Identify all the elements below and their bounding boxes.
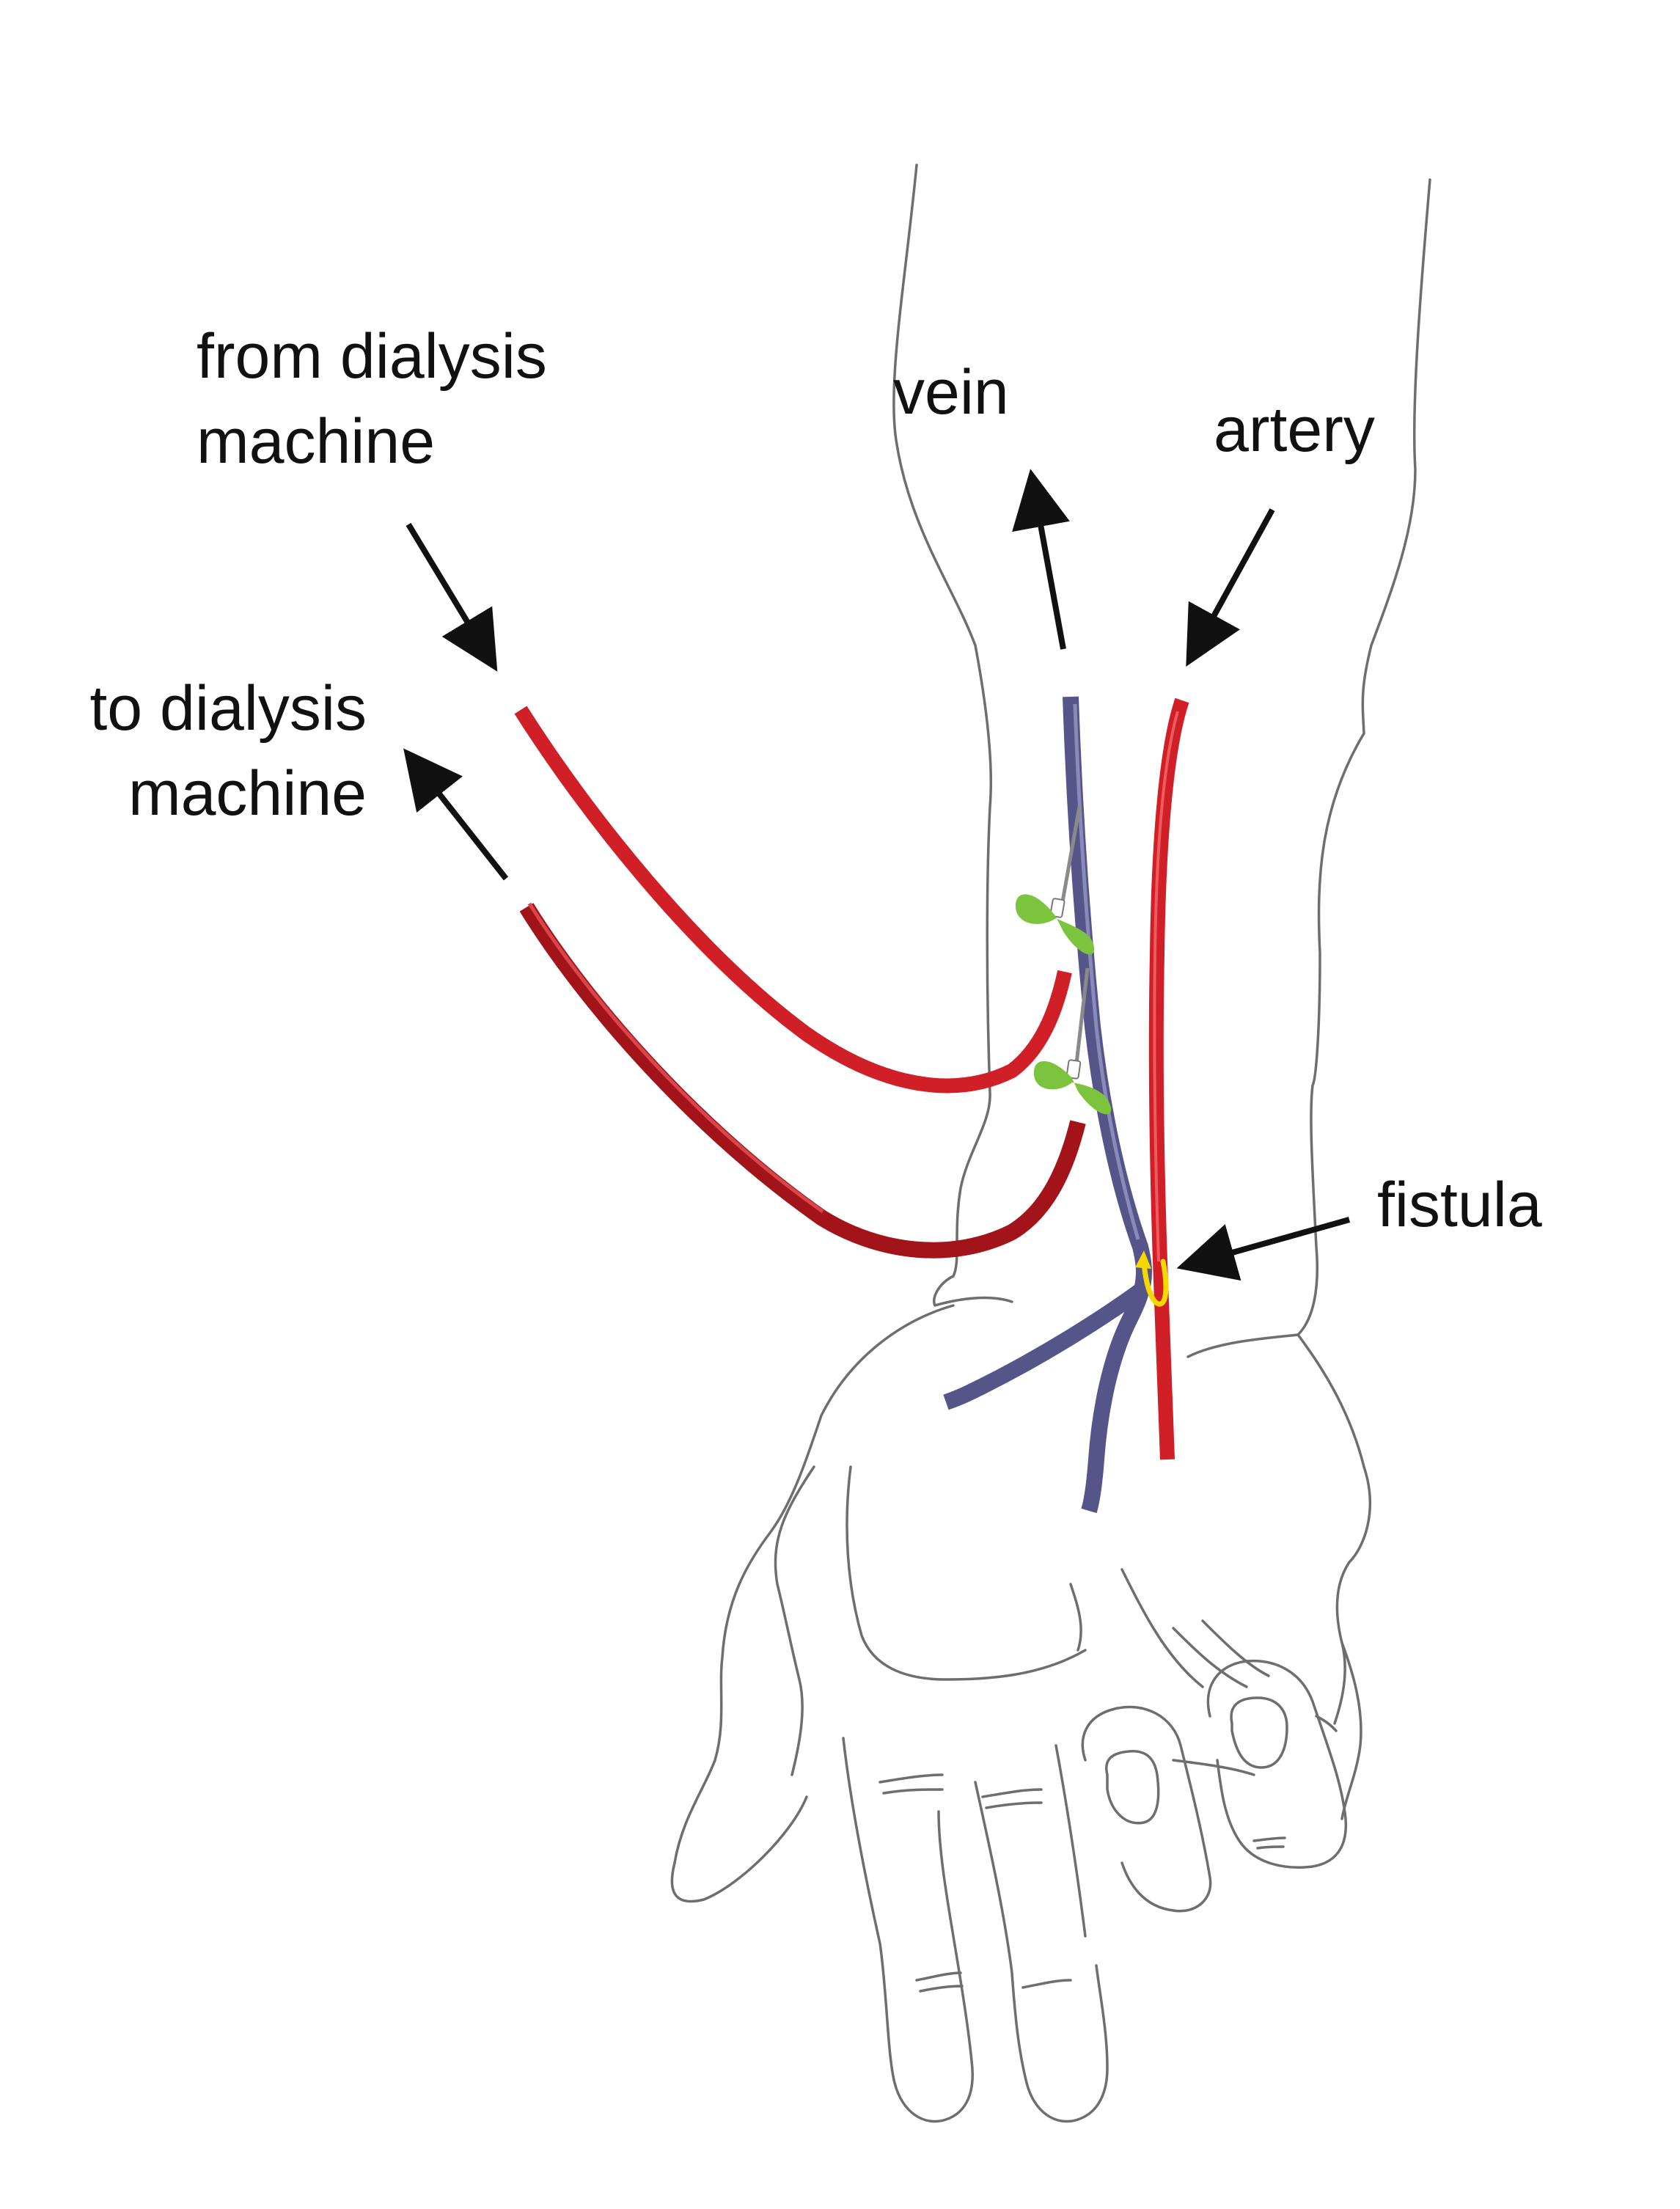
label-fistula: fistula — [1377, 1170, 1542, 1240]
label-from-line-1: from dialysis — [197, 321, 547, 392]
ring-fingernail — [1105, 1750, 1160, 1825]
tube-to-machine-highlight — [527, 902, 824, 1214]
palm-crease-upper — [1069, 1583, 1082, 1652]
artery-vessel — [1148, 697, 1189, 1460]
little-fingernail — [1230, 1696, 1288, 1769]
label-from-dialysis-machine: from dialysis machine — [197, 314, 547, 484]
label-from-line-2: machine — [197, 406, 436, 477]
ring-finger-crease — [1172, 1759, 1255, 1776]
middle-knuckle-creases — [981, 1788, 1072, 1989]
butterfly-needle-icon — [1033, 1060, 1112, 1115]
tube-from-machine — [514, 706, 1072, 1093]
palm-crease-right — [1120, 1568, 1204, 1688]
pointer-arrows — [403, 469, 1351, 1281]
needle-upper-shaft — [1060, 806, 1082, 906]
thenar-crease — [845, 1465, 1087, 1681]
label-to-line-1: to dialysis — [89, 673, 367, 744]
index-knuckle-creases — [878, 1773, 964, 1993]
palm-outline — [670, 1304, 955, 1903]
palm-crease-right-2 — [1172, 1619, 1270, 1688]
label-artery: artery — [1214, 395, 1375, 465]
vein-branch — [943, 1284, 1145, 1410]
label-to-line-2: machine — [128, 758, 367, 829]
label-vein: vein — [893, 357, 1009, 428]
arm-hand-outline — [670, 164, 1431, 2123]
middle-finger-inner — [1054, 1744, 1087, 1938]
ring-finger-outline — [1081, 1705, 1212, 1913]
forearm-left-contour — [892, 164, 993, 1278]
needle-lower-hub — [1065, 1059, 1082, 1080]
thumb-outline — [774, 1465, 815, 1776]
dialysis-tubing — [514, 706, 1086, 1259]
butterfly-needle-icon — [1016, 894, 1095, 955]
needle-lower-shaft — [1074, 967, 1090, 1064]
little-finger-outline — [1206, 1659, 1348, 1869]
hand-right-edge — [1340, 1641, 1362, 1820]
artery-main — [1148, 697, 1189, 1460]
index-finger-outline — [842, 1737, 974, 2123]
artery-highlight — [1153, 711, 1179, 1262]
arrow-to-machine — [403, 748, 509, 881]
little-finger-marks — [1252, 1715, 1338, 1850]
label-to-dialysis-machine: to dialysis machine — [44, 666, 367, 836]
middle-finger-outline — [974, 1781, 1109, 2123]
forearm-right-contour — [1296, 178, 1431, 1336]
arrow-artery — [1186, 508, 1275, 667]
wrist-crease-left — [933, 1275, 1013, 1307]
arrow-from-machine — [406, 522, 498, 672]
u-turn-arrow-icon — [1135, 1250, 1169, 1307]
arrow-fistula — [1176, 1217, 1351, 1281]
needle-lower — [1033, 967, 1112, 1115]
vein-vessel — [943, 696, 1152, 1514]
palm-right-outline — [1296, 1333, 1372, 1725]
wrist-crease-right — [1186, 1333, 1299, 1358]
needle-upper-hub — [1049, 898, 1065, 918]
vein-highlight — [1073, 703, 1140, 1240]
arrow-vein — [1012, 469, 1070, 650]
vein-main — [1063, 696, 1152, 1514]
tube-to-machine — [519, 903, 1086, 1259]
needle-upper — [1016, 806, 1095, 955]
